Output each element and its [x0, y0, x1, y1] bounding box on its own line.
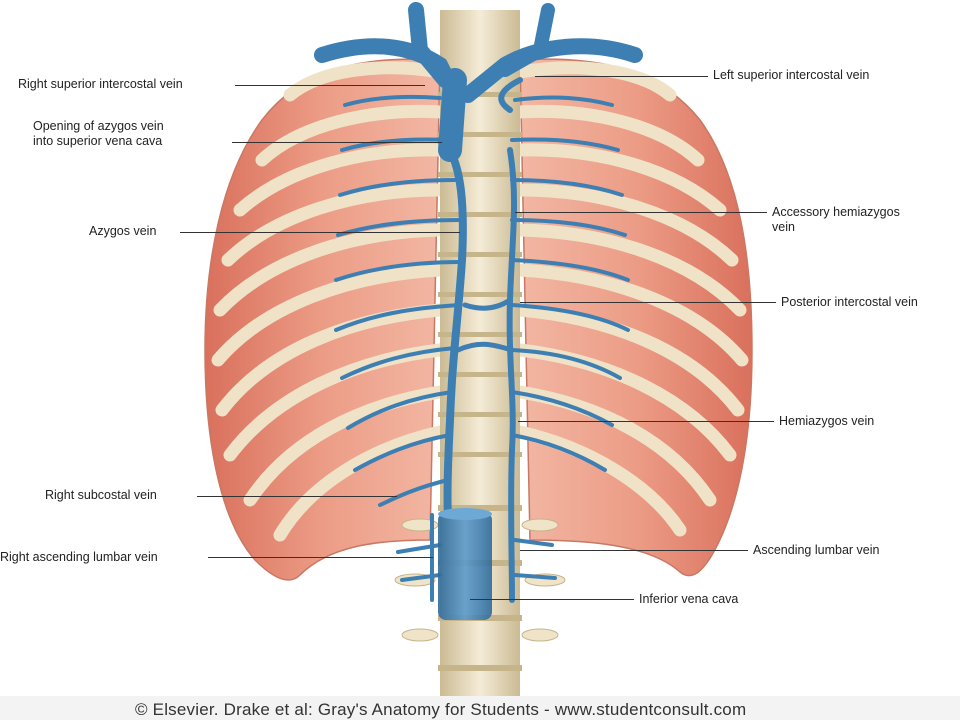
- leader-line: [180, 232, 460, 233]
- label-posterior-intercostal-vein: Posterior intercostal vein: [781, 295, 918, 309]
- footer-bar: [0, 696, 960, 720]
- label-inferior-vena-cava: Inferior vena cava: [639, 592, 739, 606]
- leader-line: [470, 599, 634, 600]
- label-ascending-lumbar-vein: Ascending lumbar vein: [753, 543, 880, 557]
- leader-line: [208, 557, 433, 558]
- leader-line: [535, 76, 708, 77]
- label-right-superior-intercostal-vein: Right superior intercostal vein: [18, 77, 183, 91]
- label-right-subcostal-vein: Right subcostal vein: [45, 488, 157, 502]
- label-left-superior-intercostal-vein: Left superior intercostal vein: [713, 68, 870, 82]
- leader-line: [520, 550, 748, 551]
- inferior-vena-cava-shape: [438, 508, 492, 620]
- label-opening-azygos-line2: into superior vena cava: [33, 134, 163, 148]
- label-azygos-vein: Azygos vein: [89, 224, 157, 238]
- label-accessory-hemiazygos-line2: vein: [772, 220, 795, 234]
- leader-line: [515, 212, 767, 213]
- leader-line: [232, 142, 442, 143]
- ribs-left-side: [513, 61, 749, 537]
- venous-system: [314, 2, 643, 603]
- leader-line: [518, 421, 774, 422]
- label-opening-azygos-line1: Opening of azygos vein: [33, 119, 164, 133]
- copyright-credit: © Elsevier. Drake et al: Gray's Anatomy …: [135, 700, 747, 719]
- leader-line: [197, 496, 397, 497]
- leader-line: [235, 85, 425, 86]
- label-hemiazygos-vein: Hemiazygos vein: [779, 414, 875, 428]
- leader-line: [520, 302, 776, 303]
- label-accessory-hemiazygos-line1: Accessory hemiazygos: [772, 205, 900, 219]
- label-right-ascending-lumbar-vein: Right ascending lumbar vein: [0, 550, 158, 564]
